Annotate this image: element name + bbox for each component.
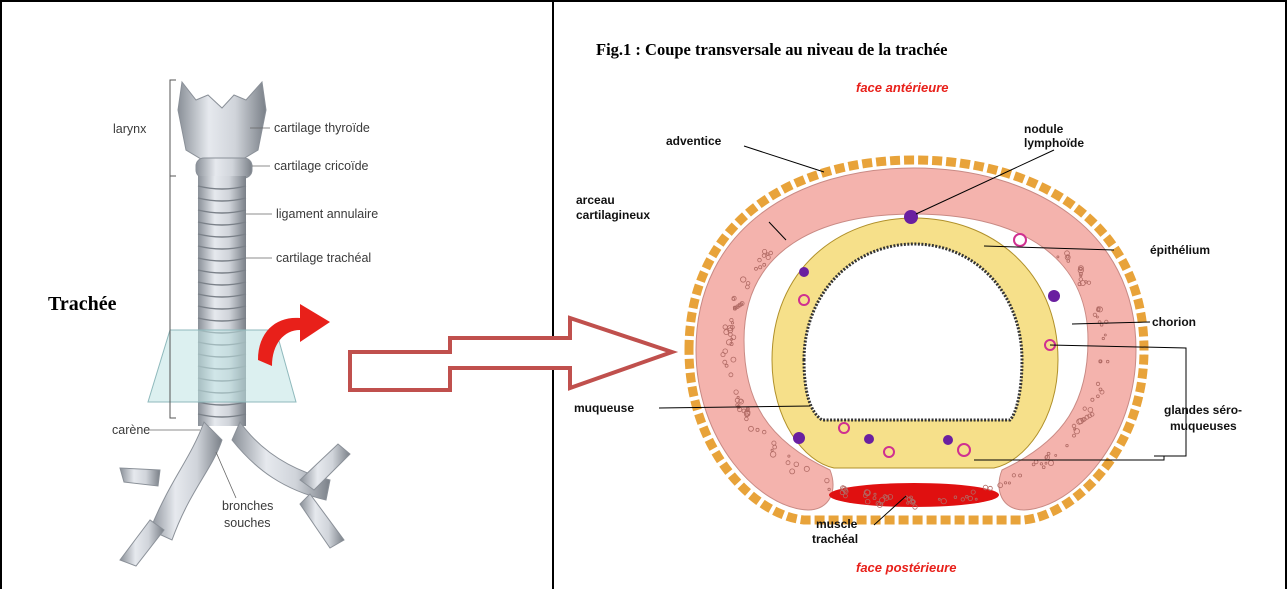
label-larynx: larynx [113, 122, 147, 136]
label-bronchi-2: souches [224, 516, 271, 530]
left-bronchus [150, 422, 222, 540]
rotation-arrow [258, 304, 330, 366]
label-ligament: ligament annulaire [276, 207, 378, 221]
label-muscle-1: muscle [816, 517, 858, 531]
figure-title: Fig.1 : Coupe transversale au niveau de … [596, 40, 948, 59]
label-tracheal-cartilage: cartilage trachéal [276, 251, 371, 265]
posterior-label: face postérieure [856, 560, 956, 575]
cross-section-diagram: Fig.1 : Coupe transversale au niveau de … [554, 0, 1287, 589]
label-muscle-2: trachéal [812, 532, 858, 546]
anterior-label: face antérieure [856, 80, 949, 95]
label-glandes-2: muqueuses [1170, 419, 1237, 433]
label-arceau-1: arceau [576, 193, 615, 207]
trachea-title: Trachée [48, 293, 117, 315]
label-carina: carène [112, 423, 150, 437]
label-chorion: chorion [1152, 315, 1196, 329]
label-epithelium: épithélium [1150, 243, 1210, 257]
label-muqueuse: muqueuse [574, 401, 634, 415]
thyroid-cartilage-shape [178, 82, 266, 162]
label-nodule-1: nodule [1024, 122, 1064, 136]
label-glandes-1: glandes séro- [1164, 403, 1242, 417]
label-nodule-2: lymphoïde [1024, 136, 1084, 150]
trachea-illustration: larynx cartilage thyroïde cartilage cric… [0, 0, 552, 589]
label-bronchi-1: bronches [222, 499, 273, 513]
label-cricoid: cartilage cricoïde [274, 159, 369, 173]
label-arceau-2: cartilagineux [576, 208, 650, 222]
label-thyroid: cartilage thyroïde [274, 121, 370, 135]
cricoid-cartilage-shape [196, 158, 252, 178]
label-adventice: adventice [666, 134, 722, 148]
